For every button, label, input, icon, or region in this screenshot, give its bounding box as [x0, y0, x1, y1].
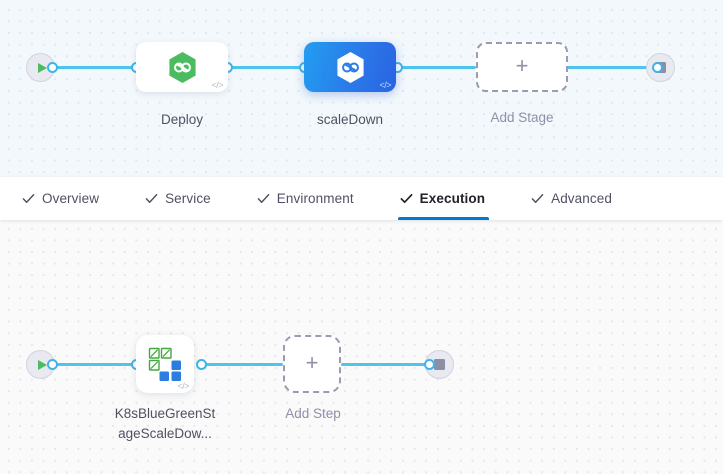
stop-icon: [434, 359, 445, 370]
code-badge-icon: </>: [379, 80, 391, 90]
code-badge-icon: </>: [177, 381, 189, 391]
plus-icon: +: [305, 350, 319, 375]
stage-node-deploy-label: Deploy: [160, 112, 204, 127]
tab-environment-label: Environment: [276, 191, 354, 206]
play-icon: [37, 62, 47, 73]
harness-hexagon-icon: [166, 50, 198, 84]
stage-graph: </> Deploy </>: [0, 0, 723, 177]
play-icon: [37, 359, 47, 370]
tab-environment[interactable]: Environment: [257, 177, 354, 220]
stage-node-scaledown[interactable]: </>: [304, 42, 396, 92]
port-end-in[interactable]: [652, 62, 663, 73]
port-step-start-out[interactable]: [47, 359, 58, 370]
edge-k8sstep-to-addstep: [200, 363, 283, 366]
add-step-label: Add Step: [285, 406, 341, 421]
tab-advanced[interactable]: Advanced: [531, 177, 612, 220]
stage-node-scaledown-label: scaleDown: [316, 112, 384, 127]
edge-start-to-k8sstep: [52, 363, 139, 366]
port-step-end-in[interactable]: [424, 359, 435, 370]
step-node-k8s-label-line1: K8sBlueGreenSt: [114, 406, 216, 421]
tab-service[interactable]: Service: [145, 177, 211, 220]
step-node-k8s-bluegreen-scaledown[interactable]: </>: [136, 335, 194, 393]
stage-config-tabbar: Overview Service Environment Execution: [0, 177, 723, 220]
add-stage-button[interactable]: +: [476, 42, 568, 92]
port-start-out[interactable]: [47, 62, 58, 73]
execution-steps-canvas[interactable]: </> K8sBlueGreenSt ageScaleDow... + Add …: [0, 220, 723, 474]
check-icon: [400, 192, 413, 205]
check-icon: [257, 192, 270, 205]
tab-advanced-label: Advanced: [551, 191, 612, 206]
check-icon: [531, 192, 544, 205]
harness-hexagon-icon: [334, 50, 366, 84]
tab-overview-label: Overview: [42, 191, 100, 206]
step-node-k8s-label-line2: ageScaleDow...: [118, 426, 212, 441]
tab-overview[interactable]: Overview: [22, 177, 99, 220]
edge-scaledown-to-addstage: [397, 66, 476, 69]
edge-addstep-to-end: [341, 363, 429, 366]
port-k8sstep-out[interactable]: [196, 359, 207, 370]
check-icon: [145, 192, 158, 205]
active-tab-indicator: [397, 217, 490, 220]
edge-deploy-to-scaledown: [226, 66, 309, 69]
add-step-button[interactable]: +: [283, 335, 341, 393]
edge-addstage-to-end: [565, 66, 657, 69]
tabbar-inner: Overview Service Environment Execution: [0, 177, 723, 220]
code-badge-icon: </>: [211, 80, 223, 90]
tab-execution[interactable]: Execution: [397, 177, 490, 220]
stage-node-deploy[interactable]: </>: [136, 42, 228, 92]
tab-service-label: Service: [165, 191, 211, 206]
plus-icon: +: [515, 53, 529, 78]
tab-execution-label: Execution: [419, 191, 486, 206]
step-graph: </> K8sBlueGreenSt ageScaleDow... + Add …: [0, 220, 723, 474]
stage-canvas[interactable]: </> Deploy </>: [0, 0, 723, 177]
kubernetes-squares-icon: [148, 347, 182, 381]
edge-start-to-deploy: [52, 66, 141, 69]
check-icon: [22, 192, 35, 205]
step-node-k8s-label: K8sBlueGreenSt ageScaleDow...: [100, 404, 230, 444]
add-stage-label: Add Stage: [490, 110, 554, 125]
